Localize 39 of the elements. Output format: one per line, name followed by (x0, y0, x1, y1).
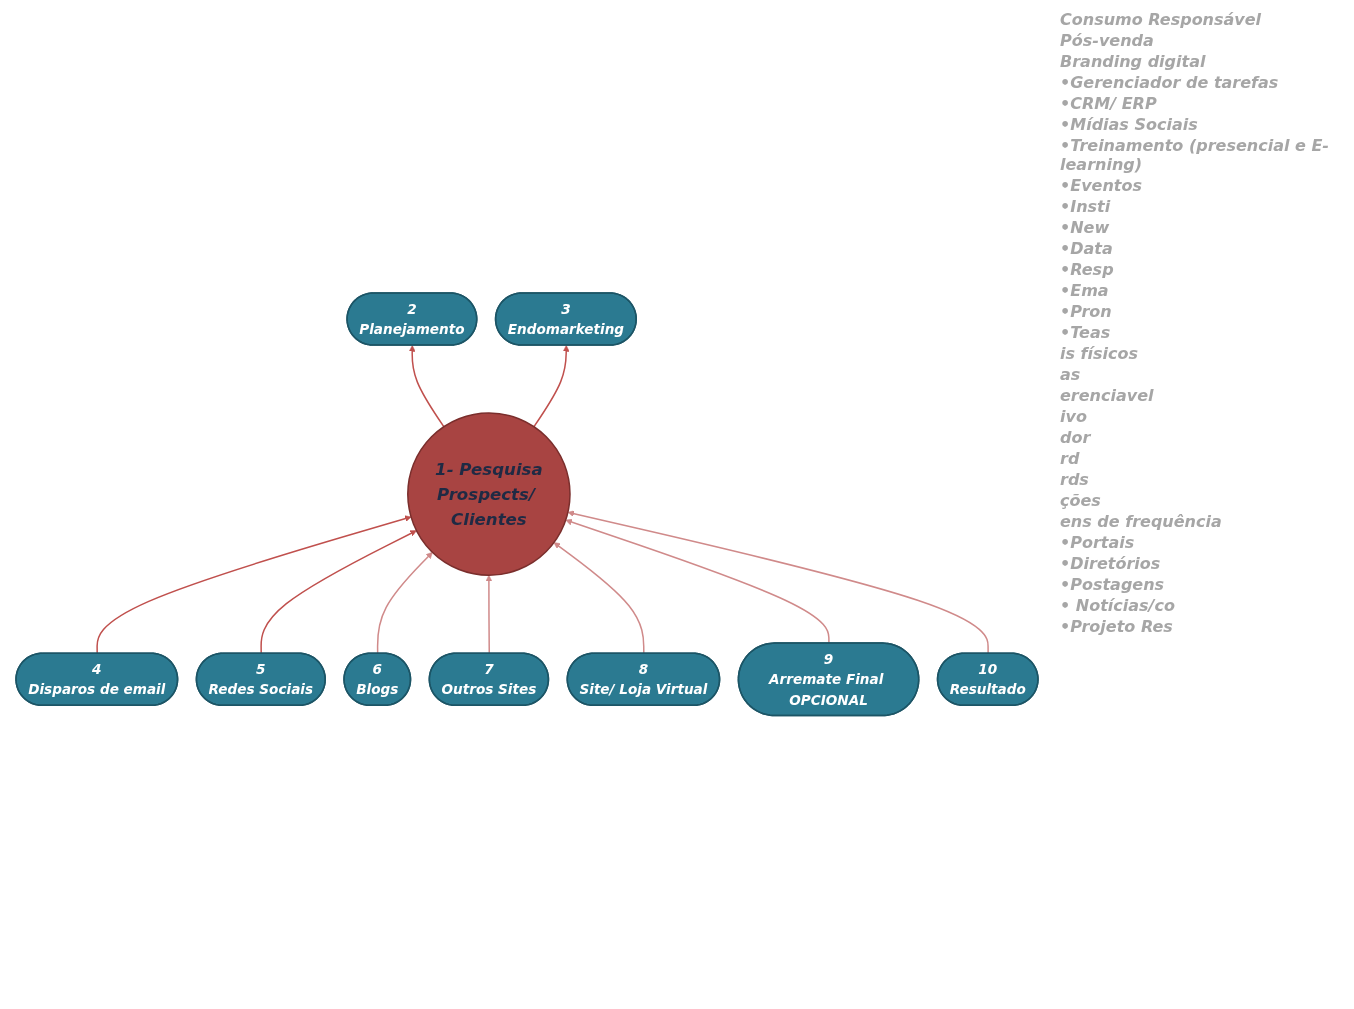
bullet-note: ções (1060, 491, 1102, 510)
bullet-note: •Diretórios (1060, 554, 1162, 573)
bullet-note: rds (1060, 470, 1090, 489)
bullet-note: dor (1060, 428, 1092, 447)
arrow (408, 345, 445, 428)
bullet-note: •Teas (1060, 323, 1112, 342)
bullet-note: •Pron (1060, 302, 1113, 321)
bullet-note: • Notícias/co (1060, 596, 1176, 615)
arrow (567, 510, 989, 655)
bullet-note: •Data (1060, 239, 1114, 258)
bullet-note: •Ema (1060, 281, 1110, 300)
arrow (376, 552, 433, 655)
bullet-note: •Gerenciador de tarefas (1060, 73, 1280, 92)
bullet-note: ens de frequência (1060, 512, 1223, 531)
bullet-note: •CRM/ ERP (1060, 94, 1158, 113)
arrow (485, 575, 493, 655)
bullet-note: •Insti (1060, 197, 1112, 216)
arrow (96, 515, 412, 655)
bullet-note: •Portais (1060, 533, 1136, 552)
bullet-note: rd (1060, 449, 1081, 468)
bullet-note: Branding digital (1060, 52, 1207, 71)
bullet-note: •Treinamento (presencial e E-learning) (1060, 136, 1330, 174)
bullet-note: •Eventos (1060, 176, 1143, 195)
bullet-note: •New (1060, 218, 1111, 237)
arrow (553, 542, 645, 655)
bullet-note: is físicos (1060, 344, 1140, 363)
bullet-note: as (1060, 365, 1082, 384)
bullet-note: erenciavel (1060, 386, 1155, 405)
arrow (533, 345, 570, 428)
arrow (260, 530, 417, 655)
bullet-note: •Mídias Sociais (1060, 115, 1199, 134)
bullet-note: •Projeto Res (1060, 617, 1174, 636)
bullet-note: Pós-venda (1060, 31, 1155, 50)
bullet-note: Consumo Responsável (1060, 10, 1263, 29)
node-circle: 1- Pesquisa Prospects/ Clientes (407, 412, 571, 577)
bullet-note: •Postagens (1060, 575, 1166, 594)
bullet-note: •Resp (1060, 260, 1115, 279)
bullet-note: ivo (1060, 407, 1088, 426)
arrow (565, 519, 830, 645)
